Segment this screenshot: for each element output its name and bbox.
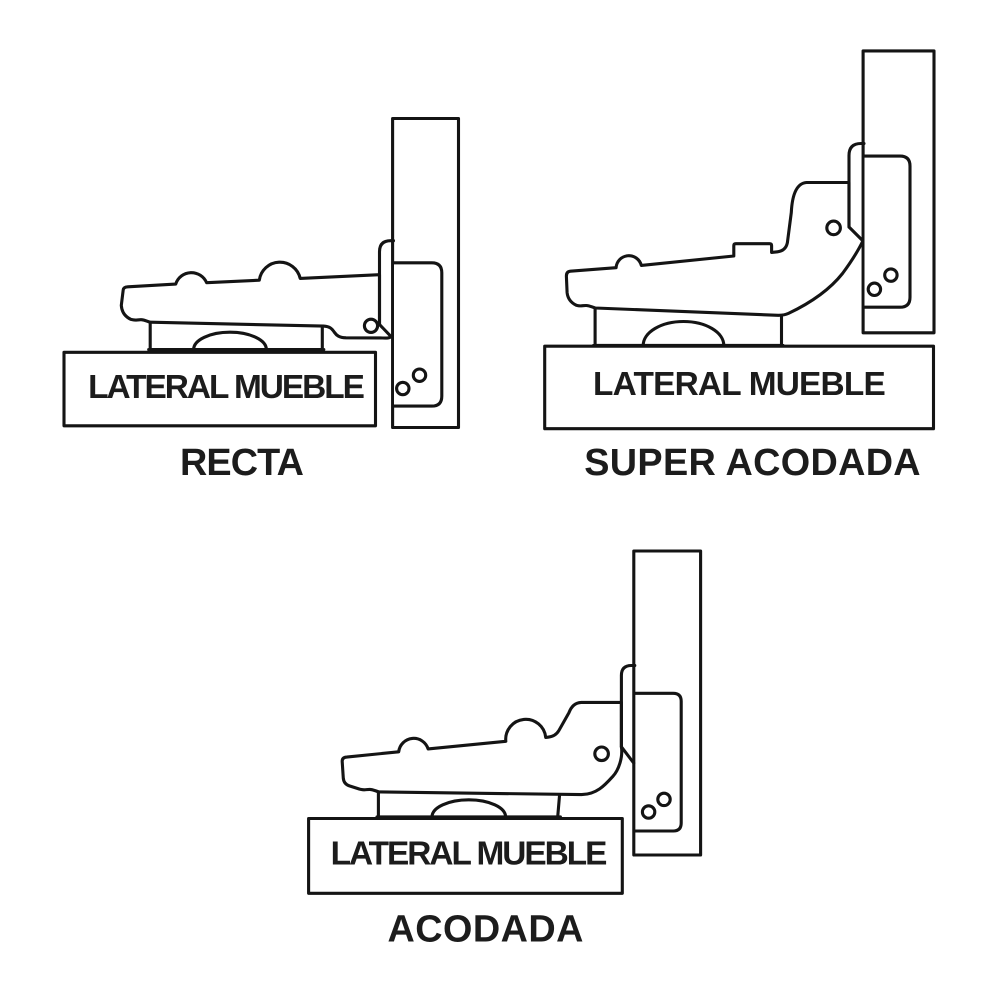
svg-text:LATERAL MUEBLE: LATERAL MUEBLE — [593, 366, 885, 403]
svg-text:SUPER ACODADA: SUPER ACODADA — [584, 442, 921, 484]
svg-text:LATERAL MUEBLE: LATERAL MUEBLE — [331, 836, 606, 873]
svg-text:RECTA: RECTA — [180, 442, 304, 484]
svg-text:LATERAL MUEBLE: LATERAL MUEBLE — [88, 369, 363, 406]
svg-text:ACODADA: ACODADA — [388, 909, 584, 951]
